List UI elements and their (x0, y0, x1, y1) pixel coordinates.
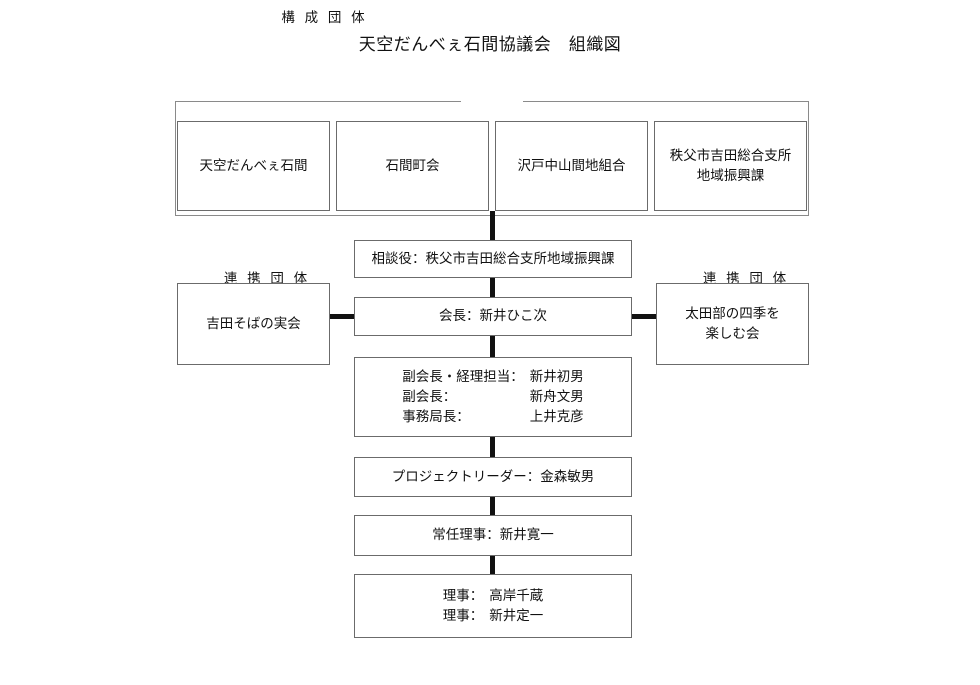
member-group-legend-text: 構 成 団 体 (273, 10, 376, 25)
officer-name: 新井初男 (529, 368, 584, 384)
connector-president-to-officers (490, 336, 495, 358)
left-partner-group-label: 連 携 団 体 (177, 252, 330, 302)
officer-role: 副会長・経理担当： (402, 368, 524, 384)
officers-row: 事務局長： 上井克彦 (402, 407, 584, 427)
right-partner-group-label: 連 携 団 体 (656, 252, 809, 302)
connector-project-leader-to-managing-director (490, 497, 495, 516)
member-box-label: 沢戸中山間地組合 (517, 157, 626, 173)
officer-name: 上井克彦 (529, 409, 584, 425)
director-role: 理事： (442, 587, 484, 603)
member-box-iwama-chokai: 石間町会 (336, 121, 489, 211)
officers-roster: 副会長・経理担当： 新井初男 副会長： 新舟文男 事務局長： 上井克彦 (402, 367, 584, 428)
managing-director-label: 常任理事：新井寛一 (432, 527, 554, 543)
left-partner-box-label: 吉田そばの実会 (206, 315, 301, 331)
right-partner-box-label-line2: 楽しむ会 (705, 326, 760, 341)
officer-name: 新舟文男 (529, 388, 584, 404)
officers-row: 副会長： 新舟文男 (402, 387, 584, 407)
advisor-box: 相談役：秩父市吉田総合支所地域振興課 (354, 240, 632, 278)
right-partner-box-otabu-shiki-wo-tanoshimu-kai: 太田部の四季を 楽しむ会 (656, 283, 809, 365)
project-leader-label: プロジェクトリーダー：金森敏男 (391, 468, 595, 484)
connector-officers-to-project-leader (490, 437, 495, 458)
page-title: 天空だんべぇ石間協議会 組織図 (358, 35, 622, 54)
officer-role: 副会長： (402, 388, 457, 404)
left-partner-group-label-text: 連 携 団 体 (223, 271, 311, 286)
officers-row: 副会長・経理担当： 新井初男 (402, 367, 584, 387)
director-name: 高岸千蔵 (489, 587, 544, 603)
officer-role: 事務局長： (402, 409, 470, 425)
member-box-label: 石間町会 (385, 157, 440, 173)
member-box-label-line1: 秩父市吉田総合支所 (669, 147, 792, 163)
directors-row: 理事： 新井定一 (443, 606, 544, 626)
managing-director-box: 常任理事：新井寛一 (354, 515, 632, 556)
advisor-label: 相談役：秩父市吉田総合支所地域振興課 (371, 250, 615, 266)
connector-members-to-advisor (490, 211, 495, 241)
connector-managing-director-to-directors (490, 556, 495, 575)
left-partner-box-yoshida-soba-no-mi-kai: 吉田そばの実会 (177, 283, 330, 365)
officers-box: 副会長・経理担当： 新井初男 副会長： 新舟文男 事務局長： 上井克彦 (354, 357, 632, 437)
member-box-chichibu-yoshida-shisho: 秩父市吉田総合支所 地域振興課 (654, 121, 807, 211)
connector-advisor-to-president (490, 278, 495, 297)
president-label: 会長：新井ひこ次 (439, 308, 547, 324)
director-role: 理事： (442, 608, 484, 623)
member-box-label: 天空だんべぇ石間 (199, 157, 308, 173)
director-name: 新井定一 (489, 608, 544, 623)
right-partner-box-label-line1: 太田部の四季を (685, 305, 780, 321)
directors-box: 理事： 高岸千蔵 理事： 新井定一 (354, 574, 632, 638)
member-group-legend: 構 成 団 体 (0, 0, 634, 41)
member-box-sawado-chusankanchi-kumiai: 沢戸中山間地組合 (495, 121, 648, 211)
project-leader-box: プロジェクトリーダー：金森敏男 (354, 457, 632, 497)
member-box-label-line2: 地域振興課 (696, 168, 765, 183)
right-partner-group-label-text: 連 携 団 体 (702, 271, 790, 286)
directors-roster: 理事： 高岸千蔵 理事： 新井定一 (443, 586, 544, 627)
member-box-tenku-danbe-iwama: 天空だんべぇ石間 (177, 121, 330, 211)
connector-right-partner-to-president (632, 314, 656, 319)
president-box: 会長：新井ひこ次 (354, 297, 632, 336)
connector-left-partner-to-president (330, 314, 354, 319)
directors-row: 理事： 高岸千蔵 (443, 586, 544, 606)
